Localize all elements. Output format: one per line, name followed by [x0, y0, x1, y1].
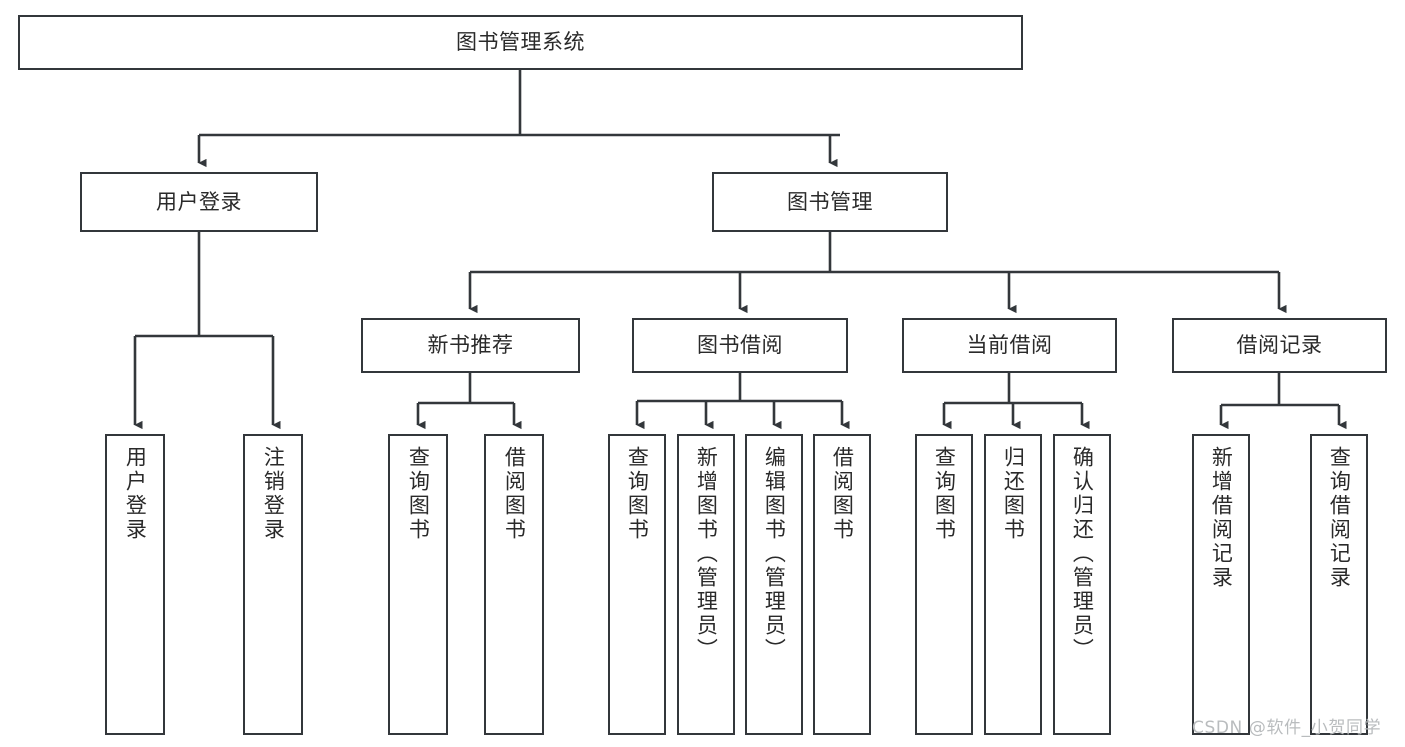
- node-leaf-query-book-2[interactable]: 查询图书: [608, 434, 666, 735]
- node-borrow-record[interactable]: 借阅记录: [1172, 318, 1387, 373]
- node-label: 新书推荐: [427, 333, 514, 358]
- node-root-book-management-system[interactable]: 图书管理系统: [18, 15, 1023, 70]
- node-leaf-borrow-book-2[interactable]: 借阅图书: [813, 434, 871, 735]
- node-leaf-user-login[interactable]: 用户登录: [105, 434, 165, 735]
- connector-borrowrecord-to-leaves: [1219, 373, 1347, 430]
- node-leaf-borrow-book-1[interactable]: 借阅图书: [484, 434, 544, 735]
- node-leaf-return-book[interactable]: 归还图书: [984, 434, 1042, 735]
- node-label: 确认归还（管理员）: [1070, 446, 1095, 662]
- node-label: 图书管理: [787, 189, 873, 214]
- node-label: 查询借阅记录: [1327, 446, 1352, 590]
- node-label: 查询图书: [406, 446, 431, 542]
- connector-currentborrow-to-leaves: [942, 373, 1090, 430]
- node-label: 借阅记录: [1236, 333, 1323, 358]
- connector-bookborrow-to-leaves: [635, 373, 850, 430]
- node-label: 借阅图书: [502, 446, 527, 542]
- node-new-book-recommend[interactable]: 新书推荐: [361, 318, 580, 373]
- node-label: 注销登录: [261, 446, 286, 542]
- node-leaf-query-book-1[interactable]: 查询图书: [388, 434, 448, 735]
- node-label: 当前借阅: [966, 333, 1053, 358]
- node-current-borrow[interactable]: 当前借阅: [902, 318, 1117, 373]
- connector-userlogin-to-leaves: [133, 232, 281, 430]
- connector-bookmanage-to-level3: [468, 232, 1287, 314]
- node-label: 图书借阅: [697, 333, 783, 358]
- node-label: 图书管理系统: [456, 30, 585, 55]
- node-leaf-add-borrow-record[interactable]: 新增借阅记录: [1192, 434, 1250, 735]
- node-label: 查询图书: [625, 446, 650, 542]
- node-leaf-edit-book-admin[interactable]: 编辑图书（管理员）: [745, 434, 803, 735]
- node-label: 借阅图书: [830, 446, 855, 542]
- node-label: 用户登录: [156, 189, 242, 214]
- node-leaf-query-book-3[interactable]: 查询图书: [915, 434, 973, 735]
- node-label: 新增借阅记录: [1209, 446, 1234, 590]
- node-user-login[interactable]: 用户登录: [80, 172, 318, 232]
- node-label: 新增图书（管理员）: [694, 446, 719, 662]
- node-leaf-add-book-admin[interactable]: 新增图书（管理员）: [677, 434, 735, 735]
- node-leaf-confirm-return-admin[interactable]: 确认归还（管理员）: [1053, 434, 1111, 735]
- node-label: 查询图书: [932, 446, 957, 542]
- connector-newbook-to-leaves: [416, 373, 522, 430]
- node-leaf-query-borrow-record[interactable]: 查询借阅记录: [1310, 434, 1368, 735]
- node-label: 用户登录: [123, 446, 148, 542]
- node-book-borrow[interactable]: 图书借阅: [632, 318, 848, 373]
- node-leaf-user-logout[interactable]: 注销登录: [243, 434, 303, 735]
- connector-root-to-level2: [197, 70, 840, 168]
- node-label: 归还图书: [1001, 446, 1026, 542]
- node-label: 编辑图书（管理员）: [762, 446, 787, 662]
- node-book-management[interactable]: 图书管理: [712, 172, 948, 232]
